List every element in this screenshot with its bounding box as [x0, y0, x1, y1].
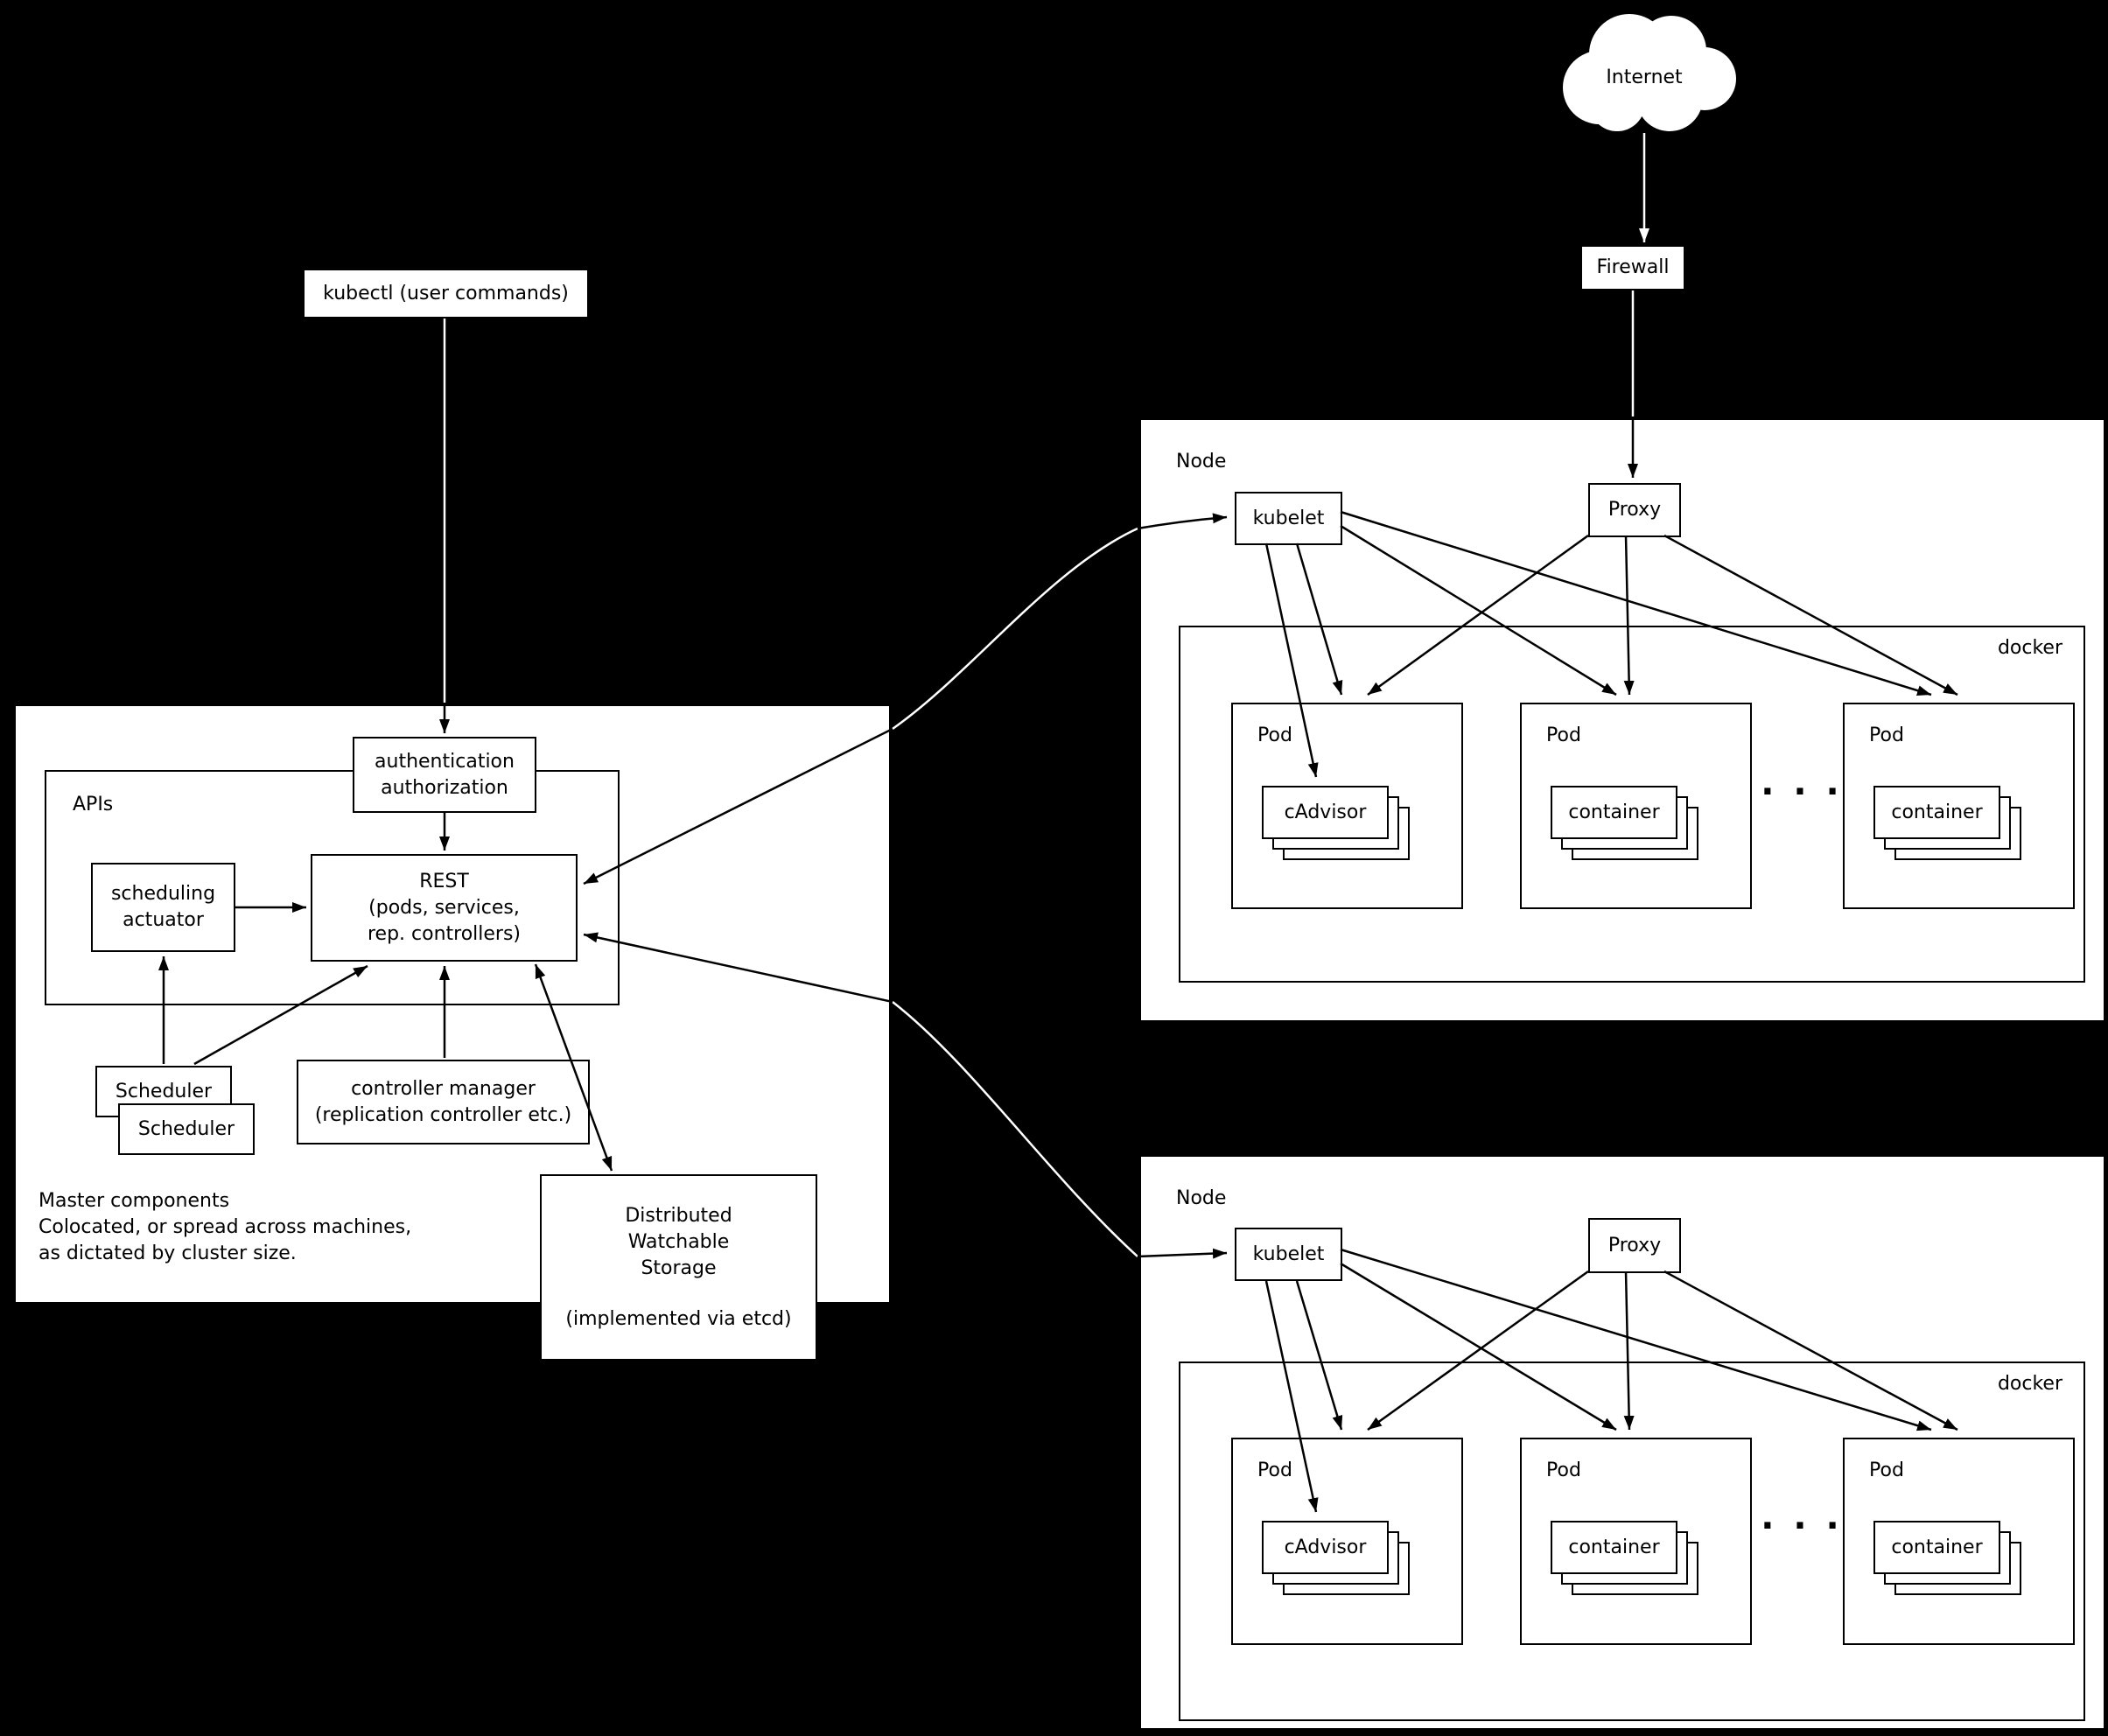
- pod-box: Pod cAdvisor: [1231, 1438, 1463, 1645]
- docker-box-2: docker Pod cAdvisor Pod container: [1179, 1362, 2085, 1721]
- kubectl-label: kubectl (user commands): [323, 282, 569, 304]
- controller-manager-box: controller manager (replication controll…: [297, 1060, 590, 1144]
- scheduling-actuator-line-2: actuator: [123, 909, 204, 931]
- container-box: container: [1873, 786, 2000, 839]
- pod-box: Pod container: [1843, 703, 2075, 909]
- proxy-box-2: Proxy: [1588, 1218, 1681, 1273]
- proxy-box-1: Proxy: [1588, 483, 1681, 537]
- pod-box: Pod container: [1520, 703, 1752, 909]
- cadvisor-label: cAdvisor: [1284, 801, 1367, 823]
- rest-line-2: (pods, services,: [368, 896, 520, 919]
- node-2-label: Node: [1176, 1187, 1227, 1209]
- container-stack: container: [1873, 786, 2023, 862]
- firewall-label: Firewall: [1596, 256, 1670, 278]
- node-1-label: Node: [1176, 451, 1227, 472]
- auth-line-1: authentication: [375, 750, 515, 773]
- pods-ellipsis: · · ·: [1761, 1505, 1843, 1546]
- pod-box: Pod container: [1520, 1438, 1752, 1645]
- container-label: container: [1891, 1536, 1983, 1558]
- rest-box: REST (pods, services, rep. controllers): [311, 854, 578, 962]
- cadvisor-label: cAdvisor: [1284, 1536, 1367, 1558]
- container-label: container: [1891, 801, 1983, 823]
- pod-label: Pod: [1546, 724, 1581, 746]
- master-caption-line-3: as dictated by cluster size.: [39, 1242, 297, 1264]
- rest-line-1: REST: [419, 870, 469, 892]
- docker-2-label: docker: [1997, 1373, 2062, 1395]
- kubectl-box: kubectl (user commands): [303, 269, 589, 318]
- storage-line-4: (implemented via etcd): [565, 1307, 792, 1330]
- pod-box: Pod container: [1843, 1438, 2075, 1645]
- scheduler-box-back: Scheduler: [118, 1103, 255, 1155]
- storage-line-1: Distributed: [625, 1204, 732, 1227]
- scheduling-actuator-line-1: scheduling: [110, 883, 216, 905]
- scheduler-back-label: Scheduler: [137, 1117, 235, 1140]
- auth-box: authentication authorization: [353, 737, 536, 813]
- pod-label: Pod: [1257, 1460, 1292, 1481]
- pods-ellipsis: · · ·: [1761, 771, 1843, 812]
- kubelet-2-label: kubelet: [1252, 1242, 1325, 1265]
- apis-label: APIs: [73, 794, 114, 816]
- pod-label: Pod: [1546, 1460, 1581, 1481]
- storage-line-2: Watchable: [627, 1230, 730, 1253]
- controller-manager-line-2: (replication controller etc.): [314, 1103, 572, 1126]
- rest-line-3: rep. controllers): [367, 922, 522, 945]
- cadvisor-box: cAdvisor: [1262, 786, 1389, 839]
- pod-label: Pod: [1869, 1460, 1904, 1481]
- container-stack: cAdvisor: [1262, 1521, 1411, 1597]
- kubelet-box-1: kubelet: [1235, 492, 1342, 545]
- container-box: container: [1873, 1521, 2000, 1574]
- docker-box-1: docker Pod cAdvisor Pod container: [1179, 626, 2085, 983]
- kubelet-box-2: kubelet: [1235, 1228, 1342, 1281]
- cadvisor-box: cAdvisor: [1262, 1521, 1389, 1574]
- docker-1-label: docker: [1997, 637, 2062, 659]
- master-caption: Master components Colocated, or spread a…: [39, 1188, 494, 1267]
- curve-master-to-node2: [892, 1001, 1138, 1257]
- container-stack: cAdvisor: [1262, 786, 1411, 862]
- container-stack: container: [1873, 1521, 2023, 1597]
- firewall-box: Firewall: [1580, 245, 1685, 290]
- proxy-2-label: Proxy: [1607, 1234, 1662, 1256]
- node-box-1: Node kubelet Proxy docker Pod cAdvisor P…: [1139, 418, 2105, 1022]
- container-stack: container: [1551, 1521, 1700, 1597]
- kubelet-1-label: kubelet: [1252, 507, 1325, 529]
- controller-manager-line-1: controller manager: [351, 1077, 536, 1100]
- container-label: container: [1568, 801, 1660, 823]
- container-box: container: [1551, 1521, 1677, 1574]
- curve-master-to-node1: [892, 527, 1138, 731]
- internet-label: Internet: [1606, 66, 1683, 88]
- master-caption-line-2: Colocated, or spread across machines,: [39, 1216, 412, 1238]
- container-box: container: [1551, 786, 1677, 839]
- container-label: container: [1568, 1536, 1660, 1558]
- storage-box: Distributed Watchable Storage (implement…: [540, 1174, 817, 1361]
- proxy-1-label: Proxy: [1607, 499, 1662, 521]
- scheduling-actuator-box: scheduling actuator: [91, 863, 235, 952]
- pod-box: Pod cAdvisor: [1231, 703, 1463, 909]
- auth-line-2: authorization: [381, 776, 508, 799]
- storage-line-3: Storage: [641, 1256, 717, 1279]
- master-caption-line-1: Master components: [39, 1190, 230, 1212]
- pod-label: Pod: [1869, 724, 1904, 746]
- node-box-2: Node kubelet Proxy docker Pod cAdvisor P…: [1139, 1155, 2105, 1730]
- scheduler-front-label: Scheduler: [115, 1080, 213, 1102]
- pod-label: Pod: [1257, 724, 1292, 746]
- container-stack: container: [1551, 786, 1700, 862]
